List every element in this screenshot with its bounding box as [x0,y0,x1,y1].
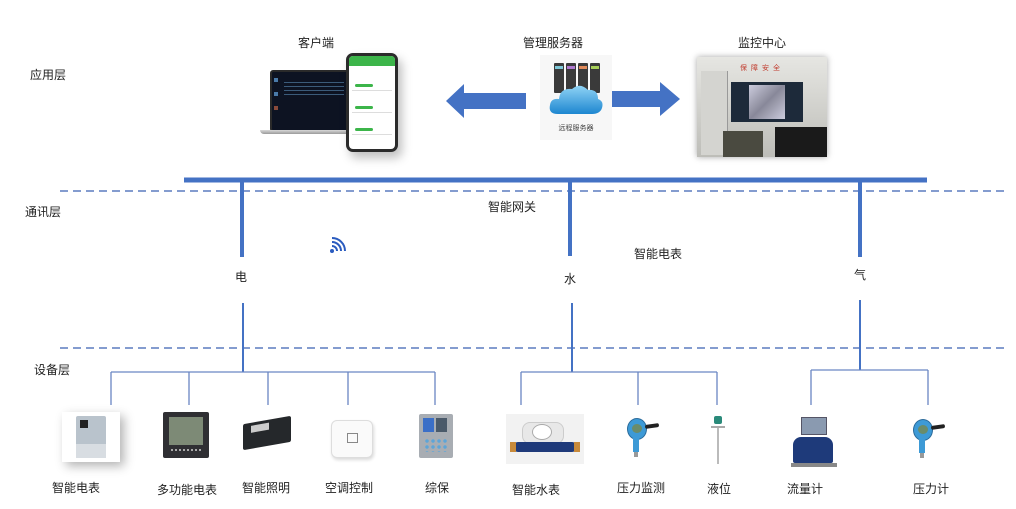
branch-label-gas: 气 [854,268,867,282]
device-label-protection: 综保 [425,481,450,495]
gateway-label: 智能网关 [488,200,537,214]
cloud-icon [549,85,603,114]
branch-label-electricity: 电 [235,270,248,284]
device-label-smart-meter: 智能电表 [52,481,101,495]
device-label-flowmeter: 流量计 [787,482,824,496]
right-arrow-server-to-monitor [612,82,680,116]
level-sensor-image [711,416,725,468]
device-label-level: 液位 [707,482,732,496]
gas-branch [810,369,929,405]
device-label-ac-control: 空调控制 [325,481,374,495]
device-label-multifunction-meter: 多功能电表 [157,483,218,497]
branch-label-water: 水 [564,272,577,286]
device-label-pressure-gauge: 压力计 [913,482,950,496]
layer-label-application: 应用层 [30,68,67,82]
phone [346,53,398,152]
ac-controller-image [331,420,373,458]
meter-label: 智能电表 [634,247,683,261]
water-meter-image [506,414,584,464]
flowmeter-image [791,417,837,469]
monitor-center-title: 监控中心 [738,36,787,50]
layer-label-device: 设备层 [34,363,71,377]
smart-meter-image [62,412,120,462]
left-arrow-server-to-client [446,84,526,118]
device-label-pressure-monitoring: 压力监测 [617,481,666,495]
client-title: 客户端 [298,36,335,50]
server-title: 管理服务器 [523,36,584,50]
laptop-base [260,130,358,134]
layer-label-communication: 通讯层 [25,205,62,219]
server-caption: 远程服务器 [558,124,594,132]
electricity-branch [110,371,436,405]
cloud-server-image: 远程服务器 [540,55,612,140]
multifunction-meter-image [163,412,209,458]
device-label-water-meter: 智能水表 [512,483,561,497]
wifi-signal-icon [330,237,346,253]
device-label-smart-lighting: 智能照明 [242,481,291,495]
protection-relay-image [419,414,453,458]
monitor-sign: 保障安全 [740,64,784,72]
laptop-screen [270,70,354,132]
monitor-room-photo: 保障安全 [697,57,827,157]
water-branch [520,371,718,405]
